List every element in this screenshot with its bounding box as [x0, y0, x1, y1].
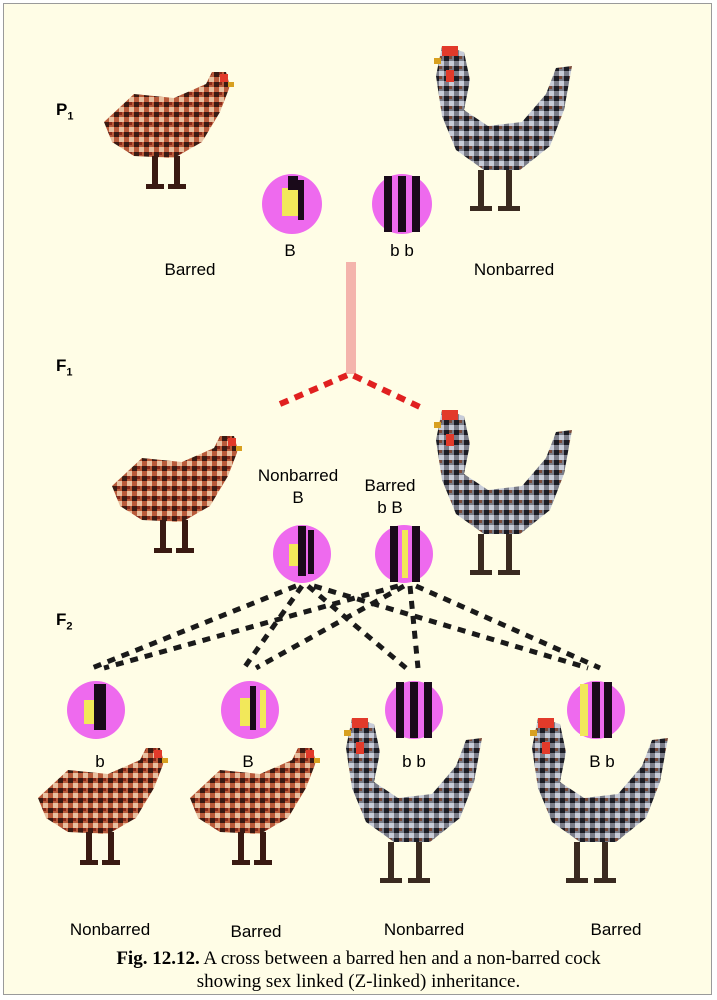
cross-diagram: [38, 46, 668, 883]
f1-cock-gene: b B: [377, 498, 403, 517]
f2-connector-lines: [91, 583, 602, 671]
p1-cock-chromosome: [372, 174, 432, 234]
generation-label-f2: F2: [56, 610, 73, 633]
figure-number: Fig. 12.12.: [116, 948, 200, 969]
p1-hen-label: Barred: [164, 260, 216, 279]
p1-hen-gene: B: [284, 241, 296, 260]
f1-cock-chromosome: [375, 525, 433, 583]
figure: P1 F1 F2 Barred B b b Nonbarred Nonbarre…: [3, 3, 712, 995]
f2-chromosome-1: [67, 681, 125, 739]
p1-cock-label: Nonbarred: [473, 260, 555, 279]
p1-hen-chromosome: [262, 174, 322, 234]
f2-gene-4: B b: [589, 752, 615, 771]
f2-gene-2: B: [242, 752, 254, 771]
f1-hen-chromosome: [273, 525, 331, 583]
p1-cock-gene: b b: [390, 241, 414, 260]
f2-nonbarred-cock-illustration: [344, 718, 482, 883]
f2-label-1: Nonbarred: [69, 920, 151, 939]
f1-hen-gene: B: [292, 488, 304, 507]
caption-line-1: A cross between a barred hen and a non-b…: [203, 948, 601, 969]
f1-branch-connector: [278, 370, 424, 411]
caption-line-2: showing sex linked (Z-linked) inheritanc…: [196, 971, 521, 992]
generation-label-f1: F1: [56, 356, 73, 379]
f2-chromosome-2: [221, 681, 279, 739]
f1-barred-cock-illustration: [434, 410, 572, 575]
f2-chromosome-4: [567, 681, 625, 739]
p1-barred-hen-illustration: [104, 72, 234, 189]
f2-label-2: Barred: [230, 922, 282, 941]
f2-gene-1: b: [95, 752, 105, 771]
f2-barred-cock-illustration: [530, 718, 668, 883]
f2-barred-hen-illustration: [190, 748, 320, 865]
f2-label-4: Barred: [590, 920, 642, 939]
f1-cock-label: Barred: [364, 476, 416, 495]
f1-nonbarred-hen-illustration: [112, 436, 242, 553]
f2-label-3: Nonbarred: [383, 920, 465, 939]
f2-gene-3: b b: [402, 752, 426, 771]
f2-chromosome-3: [385, 681, 443, 739]
f1-hen-label: Nonbarred: [257, 466, 339, 485]
p1-nonbarred-cock-illustration: [434, 46, 572, 211]
generation-label-p1: P1: [56, 100, 74, 123]
figure-caption: Fig. 12.12. A cross between a barred hen…: [4, 947, 711, 993]
parent-connector: [346, 262, 356, 374]
